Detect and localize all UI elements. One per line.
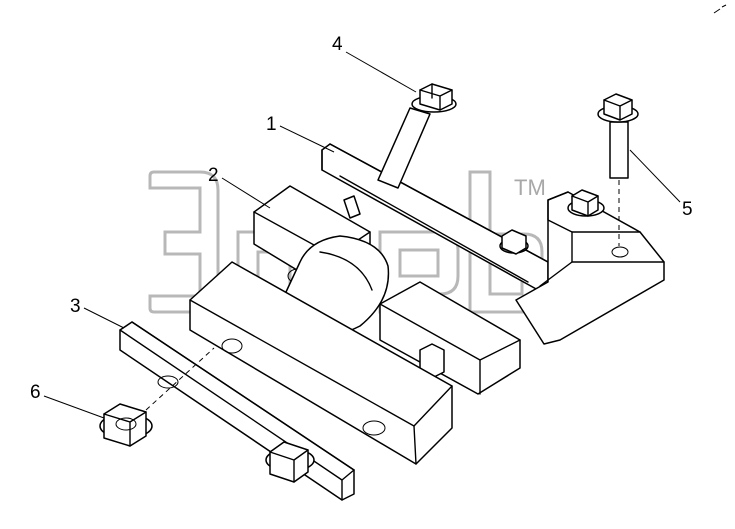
- bracket-nut: [567, 189, 605, 217]
- stud: [343, 195, 361, 219]
- watermark-trademark: TM: [514, 175, 546, 200]
- callout-5: 5: [682, 199, 693, 220]
- base-plate-nut: [265, 441, 315, 483]
- leader-line-1: [279, 125, 335, 153]
- leader-line-6: [43, 395, 105, 419]
- part-lower-mount-block: [189, 261, 453, 465]
- leader-line-3: [83, 307, 125, 329]
- callouts: 1 2 3 4 5 6: [30, 34, 693, 403]
- callout-6: 6: [30, 382, 41, 403]
- part-5-bolt: [597, 93, 639, 246]
- callout-3: 3: [70, 296, 81, 317]
- callout-2: 2: [208, 165, 219, 186]
- leader-line-4: [345, 51, 417, 93]
- corner-mark: [713, 4, 727, 14]
- part-6-nut: [99, 347, 215, 447]
- part-4-bolt: [377, 83, 457, 189]
- bracket-nut-2: [499, 229, 529, 255]
- callout-4: 4: [332, 34, 343, 55]
- part-lower-block: [379, 281, 521, 395]
- leader-line-5: [629, 149, 681, 203]
- leader-line-2: [221, 177, 271, 209]
- part-side-bracket: [515, 191, 665, 345]
- leader-lines: [43, 51, 681, 419]
- callout-1: 1: [266, 114, 277, 135]
